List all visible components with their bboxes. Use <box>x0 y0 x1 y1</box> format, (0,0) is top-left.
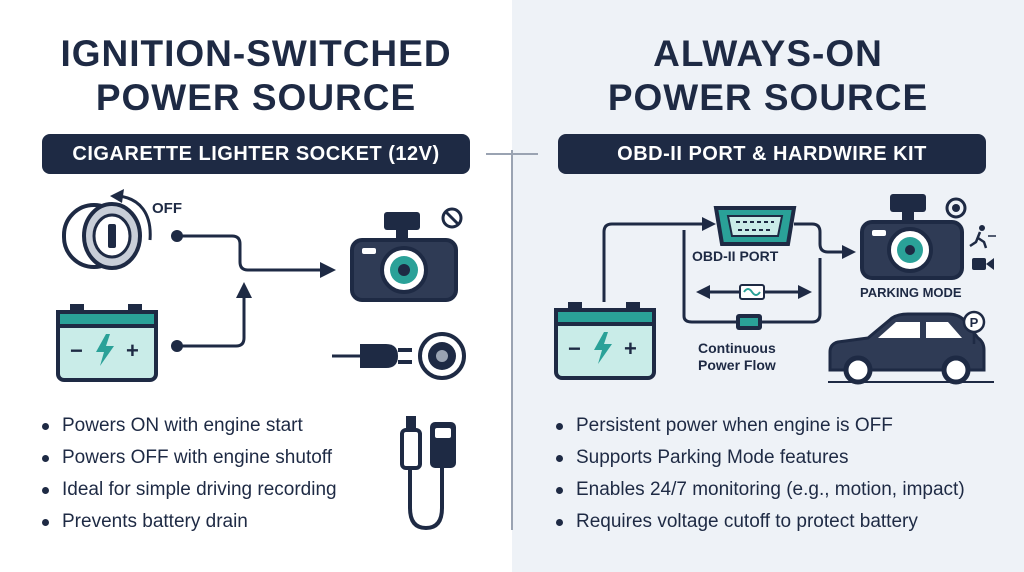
ignition-title: IGNITION-SWITCHED POWER SOURCE <box>0 32 512 120</box>
ignition-title-line2: POWER SOURCE <box>95 77 417 118</box>
obd-port-label: OBD-II PORT <box>692 248 779 264</box>
ignition-switch-icon <box>62 202 142 270</box>
panel-divider <box>511 150 513 530</box>
always-on-diagram: − + <box>554 194 996 385</box>
car-icon <box>828 312 994 385</box>
parking-mode-label: PARKING MODE <box>860 285 962 300</box>
panel-divider-connector <box>486 153 538 155</box>
bullet-extra: (e.g., motion, impact) <box>780 479 965 500</box>
cigarette-lighter-pill: CIGARETTE LIGHTER SOCKET (12V) <box>42 134 470 174</box>
power-cable-icon <box>400 416 456 531</box>
list-item: Requires voltage cutoff to protect batte… <box>552 506 965 538</box>
ignition-panel: IGNITION-SWITCHED POWER SOURCE CIGARETTE… <box>0 32 512 538</box>
dashcam-icon <box>860 194 964 280</box>
bullet-main: Persistent power when engine is OFF <box>576 415 893 436</box>
always-on-title: ALWAYS-ON POWER SOURCE <box>512 32 1024 120</box>
arrow-up-icon <box>236 282 252 298</box>
dashcam-icon <box>350 212 458 302</box>
bullet-main: Requires voltage cutoff to protect batte… <box>576 511 918 532</box>
obd-to-camera-wire <box>794 222 842 254</box>
bullet-main: Enables 24/7 monitoring <box>576 479 781 500</box>
arrow-right-icon <box>320 262 336 278</box>
list-item: Enables 24/7 monitoring (e.g., motion, i… <box>552 474 965 506</box>
obd-port-icon <box>713 206 797 246</box>
obd-hardwire-pill: OBD-II PORT & HARDWIRE KIT <box>558 134 986 174</box>
motion-detect-icon <box>969 225 996 249</box>
hardwire-loop <box>682 230 736 324</box>
continuous-flow-arrow-icon <box>696 284 812 300</box>
list-item: Powers OFF with engine shutoff <box>38 442 337 474</box>
parking-sign-icon: P <box>962 310 986 344</box>
svg-text:−: − <box>70 338 83 363</box>
lighter-socket-icon <box>418 332 466 380</box>
continuous-power-flow-label: Continuous Power Flow <box>698 340 776 374</box>
svg-text:+: + <box>126 338 139 363</box>
parking-sign-letter: P <box>970 315 979 330</box>
no-power-icon <box>441 207 463 229</box>
off-label: OFF <box>152 200 182 217</box>
list-item: Persistent power when engine is OFF <box>552 410 965 442</box>
bullet-main: Supports Parking Mode features <box>576 447 849 468</box>
ignition-bullet-list: Powers ON with engine start Powers OFF w… <box>38 410 337 538</box>
arrow-right-icon <box>702 217 716 231</box>
flow-label-line2: Power Flow <box>698 357 776 373</box>
list-item: Prevents battery drain <box>38 506 337 538</box>
plug-icon <box>332 344 412 368</box>
battery-icon: − + <box>554 302 656 380</box>
fuse-icon <box>736 314 762 330</box>
always-on-bullet-list: Persistent power when engine is OFF Supp… <box>552 410 965 538</box>
battery-icon: − + <box>56 304 158 382</box>
ignition-title-line1: IGNITION-SWITCHED <box>60 33 452 74</box>
list-item: Supports Parking Mode features <box>552 442 965 474</box>
battery-to-obd-wire <box>602 222 704 302</box>
flow-label-line1: Continuous <box>698 340 776 356</box>
always-on-panel: ALWAYS-ON POWER SOURCE OBD-II PORT & HAR… <box>512 0 1024 572</box>
arrow-right-icon <box>842 245 856 259</box>
video-icon <box>972 258 994 270</box>
battery-wire <box>177 296 246 348</box>
list-item: Powers ON with engine start <box>38 410 337 442</box>
rotation-arrow-icon <box>117 194 152 241</box>
always-on-title-line1: ALWAYS-ON <box>653 33 883 74</box>
recording-icon <box>945 197 967 219</box>
ignition-diagram: − + <box>56 189 466 531</box>
always-on-title-line2: POWER SOURCE <box>607 77 929 118</box>
svg-text:+: + <box>624 336 637 361</box>
switched-wire <box>177 234 322 272</box>
list-item: Ideal for simple driving recording <box>38 474 337 506</box>
svg-text:−: − <box>568 336 581 361</box>
